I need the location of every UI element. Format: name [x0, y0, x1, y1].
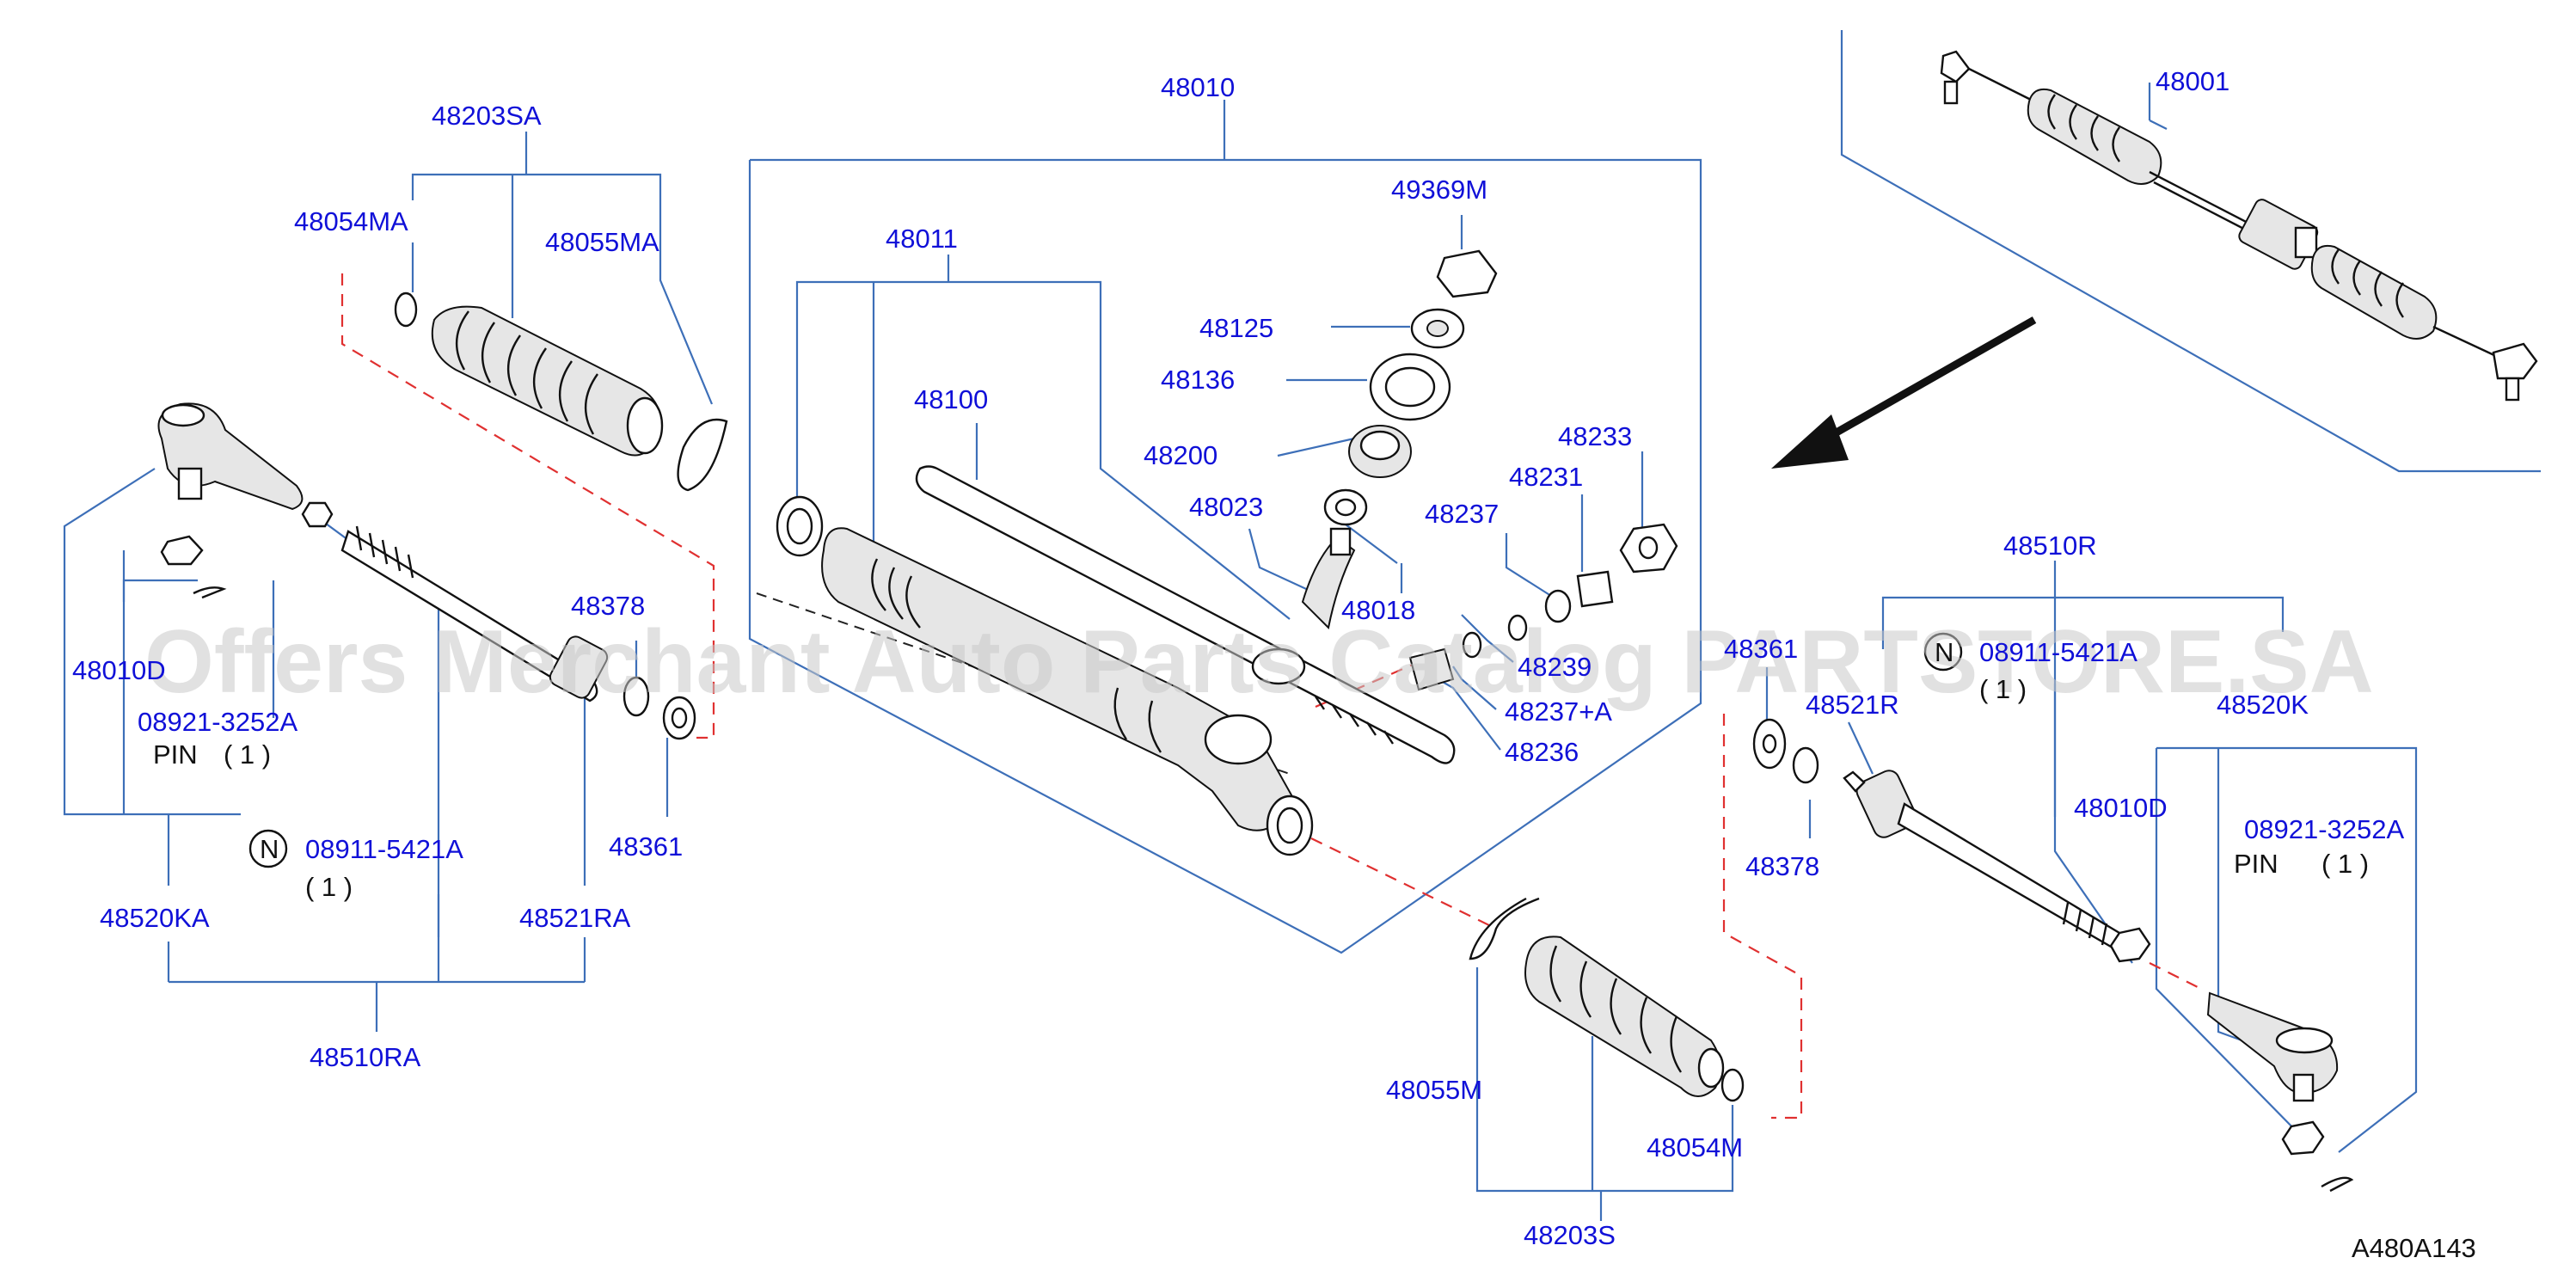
label-08921-3252A-right[interactable]: 08921-3252A — [2244, 814, 2404, 844]
label-48010[interactable]: 48010 — [1161, 72, 1235, 102]
label-48055M[interactable]: 48055M — [1386, 1075, 1482, 1105]
n-mark-left: N — [260, 834, 279, 864]
labels: 48010 48203SA 48054MA 48055MA 48011 4936… — [72, 66, 2476, 1263]
left-tie-rod — [340, 525, 609, 702]
label-48136[interactable]: 48136 — [1161, 365, 1235, 395]
label-08911-5421A-right[interactable]: 08911-5421A — [1979, 637, 2137, 667]
label-48018[interactable]: 48018 — [1341, 595, 1415, 625]
label-48361-right[interactable]: 48361 — [1724, 634, 1798, 664]
label-48361-left[interactable]: 48361 — [609, 831, 683, 862]
label-48203S[interactable]: 48203S — [1524, 1220, 1616, 1250]
label-qty-n-left: ( 1 ) — [305, 872, 353, 902]
label-pin-left: PIN — [153, 739, 198, 770]
label-48236[interactable]: 48236 — [1505, 737, 1579, 767]
label-48520KA[interactable]: 48520KA — [100, 903, 210, 933]
label-48200[interactable]: 48200 — [1144, 440, 1217, 470]
label-08911-5421A-left[interactable]: 08911-5421A — [305, 834, 463, 864]
rack-assembly-48001 — [1940, 50, 2538, 402]
label-48237[interactable]: 48237 — [1425, 499, 1499, 529]
diagram-code: A480A143 — [2352, 1233, 2476, 1263]
label-pin-qty-right: ( 1 ) — [2321, 849, 2369, 879]
label-48100[interactable]: 48100 — [914, 384, 988, 414]
label-48520K[interactable]: 48520K — [2217, 690, 2309, 720]
label-48054M[interactable]: 48054M — [1647, 1132, 1743, 1163]
label-48237A[interactable]: 48237+A — [1505, 696, 1612, 727]
label-48239[interactable]: 48239 — [1518, 652, 1592, 682]
label-48231[interactable]: 48231 — [1509, 462, 1583, 492]
label-48010D-left[interactable]: 48010D — [72, 655, 166, 685]
label-48010D-right[interactable]: 48010D — [2074, 793, 2168, 823]
label-48055MA[interactable]: 48055MA — [545, 227, 659, 257]
label-48023[interactable]: 48023 — [1189, 492, 1263, 522]
label-pin-qty-left: ( 1 ) — [224, 739, 271, 770]
label-48510R[interactable]: 48510R — [2003, 531, 2097, 561]
label-49369M[interactable]: 49369M — [1391, 175, 1487, 205]
label-48521R[interactable]: 48521R — [1806, 690, 1899, 720]
label-48510RA[interactable]: 48510RA — [310, 1042, 421, 1072]
label-48378-left[interactable]: 48378 — [571, 591, 645, 621]
label-qty-n-right: ( 1 ) — [1979, 674, 2027, 704]
label-48521RA[interactable]: 48521RA — [519, 903, 631, 933]
direction-arrow — [1771, 316, 2037, 469]
label-48001[interactable]: 48001 — [2156, 66, 2229, 96]
parts — [157, 50, 2538, 1193]
label-48054MA[interactable]: 48054MA — [294, 206, 408, 236]
right-tie-rod-end — [2206, 991, 2339, 1102]
label-48125[interactable]: 48125 — [1199, 313, 1273, 343]
label-48233[interactable]: 48233 — [1558, 421, 1632, 451]
label-48378-right[interactable]: 48378 — [1745, 851, 1819, 881]
watermark: Offers Merchant Auto Parts Catalog PARTS… — [144, 612, 2374, 712]
label-pin-right: PIN — [2234, 849, 2279, 879]
label-48011[interactable]: 48011 — [886, 224, 958, 254]
label-48203SA[interactable]: 48203SA — [432, 101, 542, 131]
label-08921-3252A-left[interactable]: 08921-3252A — [138, 707, 297, 737]
left-boot — [394, 291, 728, 492]
left-tie-rod-end — [157, 402, 334, 599]
n-mark-right: N — [1935, 637, 1953, 667]
